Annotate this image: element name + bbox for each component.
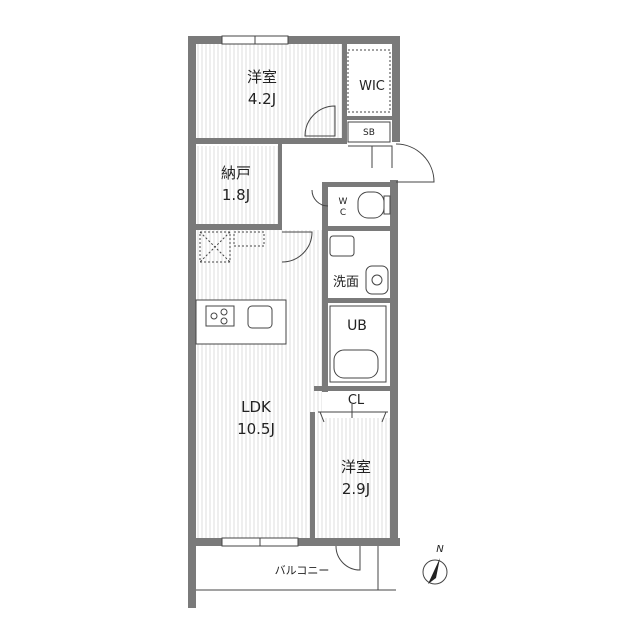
- ldk-size: 10.5J: [237, 420, 275, 438]
- wall-storage-bottom: [196, 224, 280, 230]
- wall-ub-top: [322, 298, 392, 303]
- north-label: N: [436, 544, 444, 555]
- sink-icon: [247, 305, 273, 329]
- floor-ldk: [194, 230, 322, 540]
- closet-label: CL: [348, 393, 365, 408]
- door-sb: [348, 145, 393, 168]
- western-room-1-size: 4.2J: [248, 90, 276, 108]
- sb-label: SB: [363, 128, 375, 138]
- ldk-name: LDK: [241, 398, 272, 416]
- wc-label-line1: W: [339, 197, 348, 207]
- western-room-2-name: 洋室: [341, 458, 371, 476]
- western-room-2-size: 2.9J: [342, 480, 370, 498]
- unit-bath-label: UB: [347, 318, 367, 334]
- floor-storage: [194, 146, 278, 224]
- north-arrow-icon: N: [422, 544, 448, 585]
- door-balcony: [335, 545, 361, 571]
- balcony-label: バルコニー: [275, 564, 330, 577]
- doors: [281, 105, 435, 571]
- wic-area: [347, 49, 391, 143]
- unit-bath-fixtures: [329, 305, 387, 383]
- wall-wic-left: [342, 44, 347, 144]
- wc-label-line2: C: [340, 208, 346, 218]
- wall-left: [188, 36, 196, 608]
- storage-size: 1.8J: [222, 186, 250, 204]
- wc-fixtures: [357, 191, 391, 219]
- wall-wet-left: [322, 182, 328, 392]
- door-storage: [281, 231, 313, 263]
- interior-walls: [196, 44, 392, 542]
- door-room1: [304, 105, 336, 137]
- floor-western-room-2: [314, 418, 390, 540]
- wall-wc-top: [322, 182, 392, 187]
- bathtub-icon: [333, 349, 379, 379]
- floor-areas: [194, 42, 390, 540]
- washroom-fixtures: [329, 235, 389, 295]
- wall-wic-bottom: [342, 116, 392, 120]
- balcony: バルコニー: [196, 546, 396, 591]
- wall-room1-bottom: [196, 138, 346, 144]
- washroom-label: 洗面: [333, 275, 359, 290]
- floor-western-room-1: [194, 42, 344, 138]
- wall-top: [188, 36, 400, 44]
- stove-icon: [205, 305, 235, 327]
- closet-fixtures: [318, 404, 388, 423]
- wall-right-lower: [390, 180, 398, 542]
- wall-right-upper: [392, 36, 400, 142]
- sb-box: [347, 121, 391, 143]
- wall-storage-right: [278, 144, 282, 230]
- entrance-door: [395, 143, 435, 183]
- room-labels: 洋室 4.2J WIC SB 納戸 1.8J W C 洗面 UB LDK 10.…: [221, 68, 385, 498]
- western-room-1-name: 洋室: [247, 68, 277, 86]
- wall-room2-left: [310, 412, 315, 542]
- unit-bath-box: [329, 305, 387, 383]
- basin-icon: [365, 265, 389, 295]
- fridge-space: [199, 231, 231, 263]
- wall-wc-bottom: [326, 226, 392, 231]
- wall-cl-top: [314, 386, 392, 391]
- door-wc: [311, 189, 329, 207]
- kitchen: [195, 231, 287, 345]
- toilet-icon: [357, 191, 385, 219]
- wic-label: WIC: [359, 79, 385, 94]
- washer-icon: [329, 235, 355, 257]
- storage-name: 納戸: [221, 164, 251, 182]
- windows: [221, 35, 299, 547]
